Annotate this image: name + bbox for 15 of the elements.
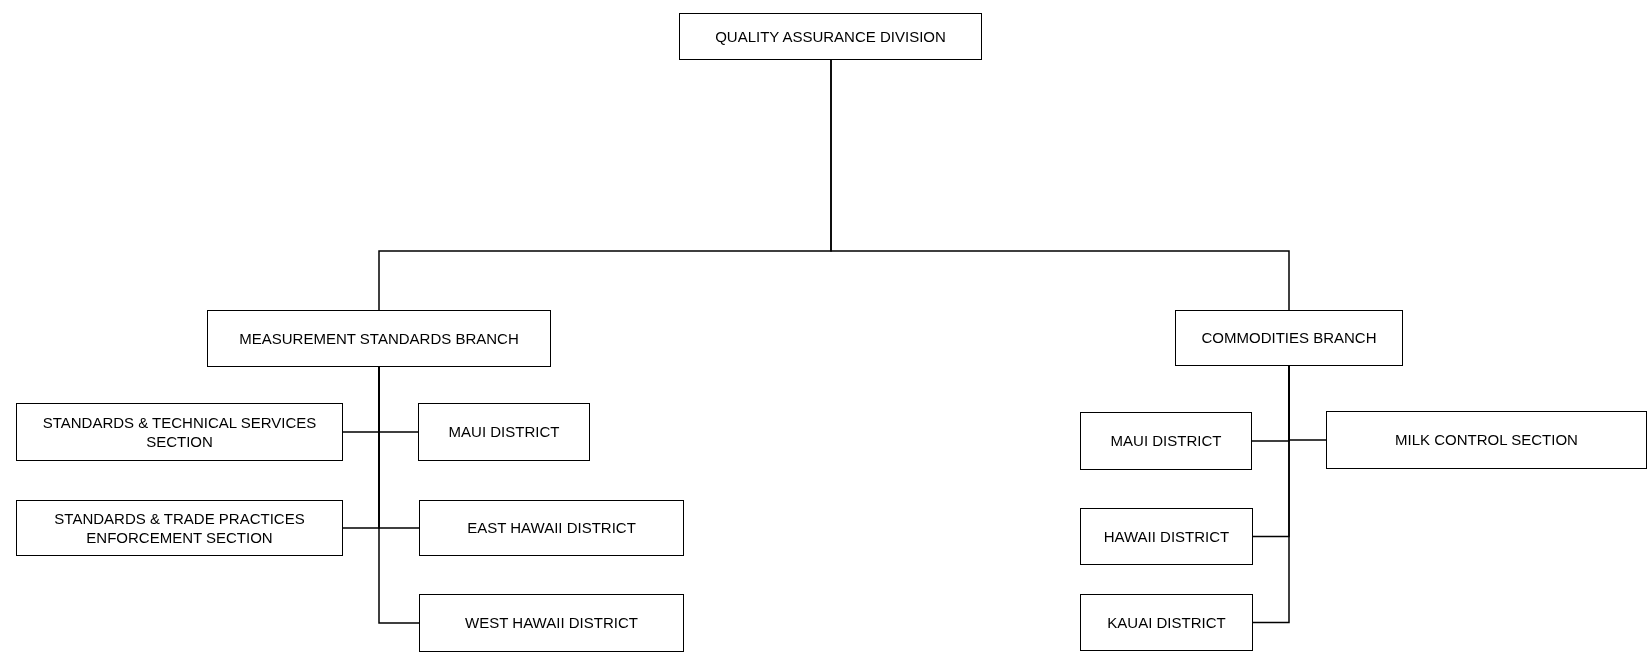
org-box: EAST HAWAII DISTRICT — [419, 500, 684, 556]
org-box: WEST HAWAII DISTRICT — [419, 594, 684, 652]
org-box: COMMODITIES BRANCH — [1175, 310, 1403, 366]
org-box: MAUI DISTRICT — [418, 403, 590, 461]
org-box: MEASUREMENT STANDARDS BRANCH — [207, 310, 551, 367]
org-box: MAUI DISTRICT — [1080, 412, 1252, 470]
connector-line — [1252, 365, 1290, 624]
org-box: HAWAII DISTRICT — [1080, 508, 1253, 565]
org-box: STANDARDS & TRADE PRACTICES ENFORCEMENT SECTION — [16, 500, 343, 556]
connector-line — [378, 366, 420, 624]
org-box: STANDARDS & TECHNICAL SERVICES SECTION — [16, 403, 343, 461]
org-box: MILK CONTROL SECTION — [1326, 411, 1647, 469]
org-box: KAUAI DISTRICT — [1080, 594, 1253, 651]
connector-line — [830, 59, 1290, 311]
org-box: QUALITY ASSURANCE DIVISION — [679, 13, 982, 60]
